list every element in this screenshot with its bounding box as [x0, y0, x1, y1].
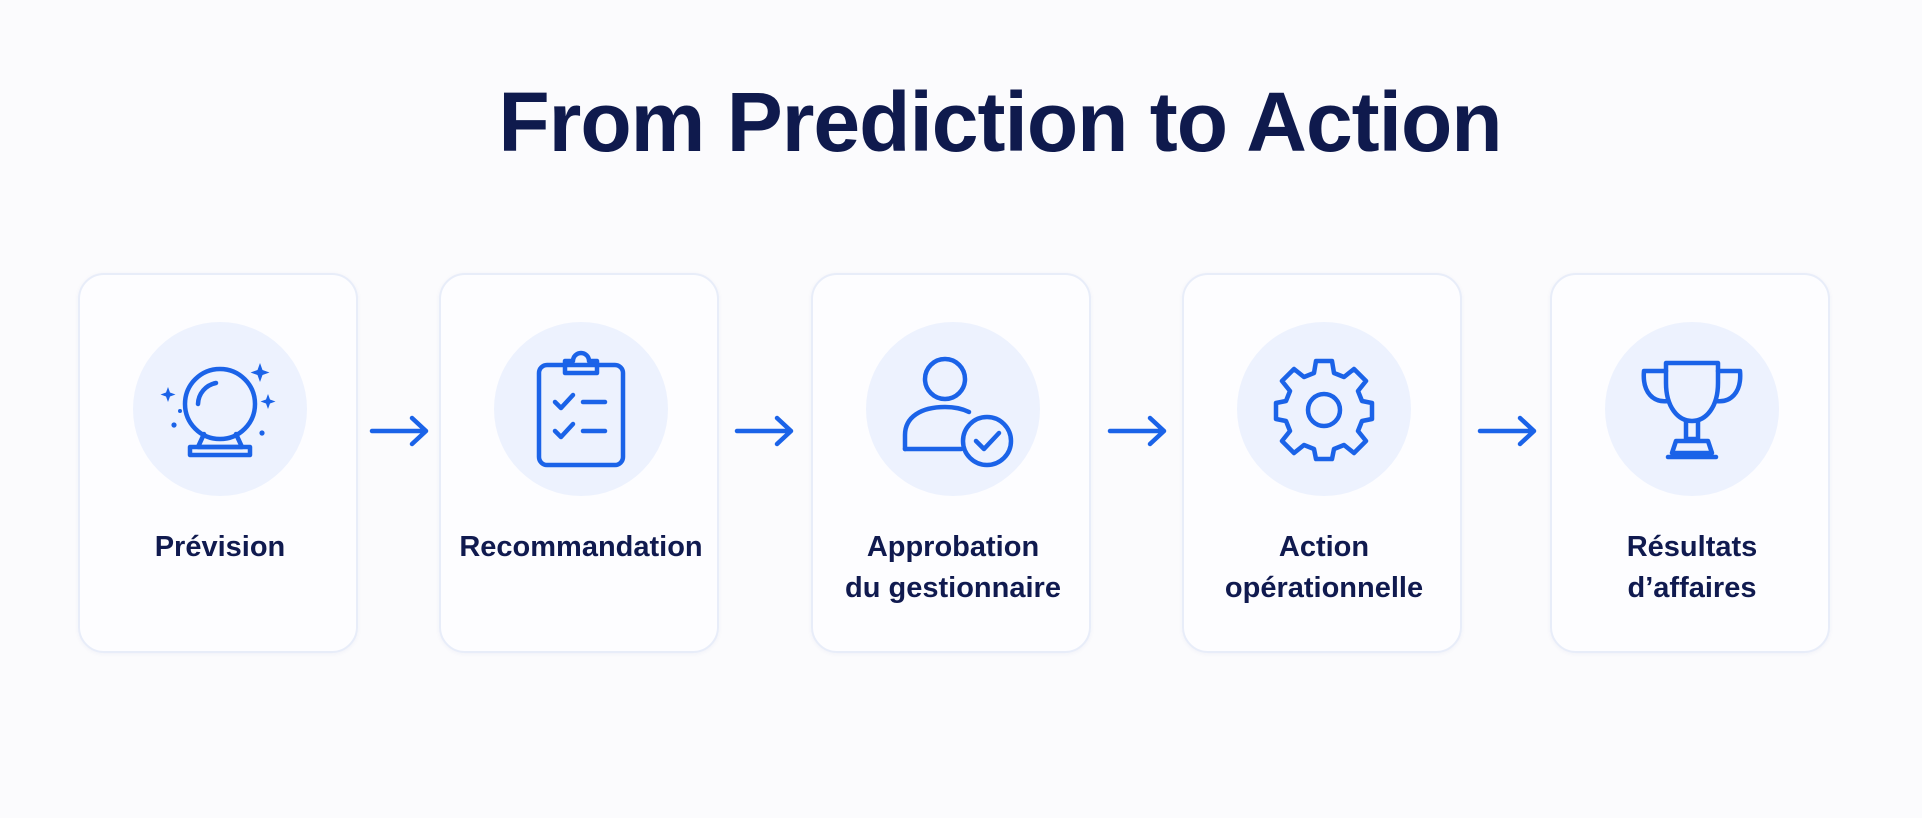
arrow-right-icon [734, 415, 794, 447]
arrow-right-icon [1477, 415, 1537, 447]
crystal-ball-icon [160, 363, 276, 458]
icon-badge [494, 322, 668, 496]
page-title: From Prediction to Action [498, 75, 1502, 169]
step-label: Résultats d’affaires [1626, 531, 1758, 604]
step-card-resultats: Résultats d’affaires [1550, 273, 1830, 653]
step-label: Prévision [154, 531, 286, 563]
step-label: Recommandation [459, 531, 703, 563]
clipboard-checklist-icon [536, 350, 626, 468]
arrow-right-icon [369, 415, 429, 447]
arrow-right-icon [1107, 415, 1167, 447]
icon-badge [866, 322, 1040, 496]
step-card-recommandation: Recommandation [439, 273, 719, 653]
gear-icon [1273, 358, 1375, 462]
icon-badge [133, 322, 307, 496]
step-label: Approbation du gestionnaire [845, 531, 1061, 604]
step-label: Action opérationnelle [1224, 531, 1424, 604]
icon-badge [1237, 322, 1411, 496]
step-card-approbation: Approbation du gestionnaire [811, 273, 1091, 653]
icon-badge [1605, 322, 1779, 496]
step-card-prevision: Prévision [78, 273, 358, 653]
user-check-icon [902, 356, 1014, 468]
trophy-icon [1641, 360, 1743, 460]
step-card-action: Action opérationnelle [1182, 273, 1462, 653]
